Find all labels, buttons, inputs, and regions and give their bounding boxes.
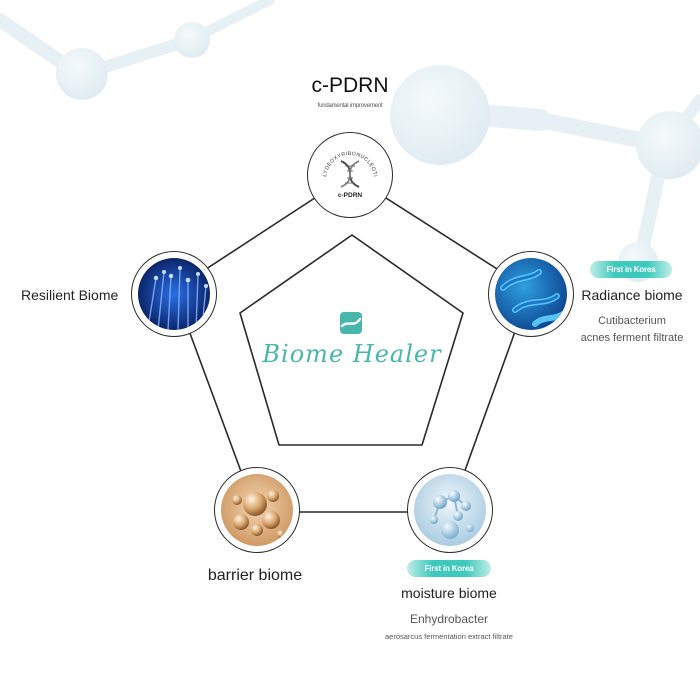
moisture-desc-line2: aerosarcus fermentation extract filtrate xyxy=(385,632,513,641)
radiance-desc-line2: acnes ferment filtrate xyxy=(580,332,684,344)
moisture-biome-label: moisture biome xyxy=(401,585,497,601)
dna-helix-icon: POLYDEOXYRIBONUCLEOTIDE c-PDRN xyxy=(314,139,384,209)
brand-leaf-icon xyxy=(340,312,362,334)
moisture-first-in-korea-badge: First in Korea xyxy=(407,560,491,577)
barrier-biome-image xyxy=(221,474,293,546)
radiance-biome-label: Radiance biome xyxy=(581,287,683,303)
node-resilient-biome[interactable] xyxy=(131,251,217,337)
barrier-biome-label: barrier biome xyxy=(207,567,303,584)
top-title: c-PDRN xyxy=(311,74,389,97)
inner-pentagon xyxy=(239,234,464,446)
radiance-desc-line1: Cutibacterium xyxy=(598,315,666,327)
node-barrier-biome[interactable] xyxy=(214,467,300,553)
top-subtitle: fundamental improvement xyxy=(317,103,383,109)
brand-wordmark: Biome Healer xyxy=(262,340,442,368)
moisture-desc-line1: Enhydrobacter xyxy=(409,612,489,626)
brand-logo xyxy=(338,310,364,336)
emblem-label: c-PDRN xyxy=(338,192,363,199)
resilient-biome-image xyxy=(138,258,210,330)
node-cpdrn[interactable]: POLYDEOXYRIBONUCLEOTIDE c-PDRN xyxy=(307,132,393,218)
moisture-biome-image xyxy=(414,474,486,546)
node-moisture-biome[interactable] xyxy=(407,467,493,553)
node-radiance-biome[interactable] xyxy=(488,251,574,337)
radiance-first-in-korea-badge: First in Korea xyxy=(590,261,672,278)
radiance-biome-image xyxy=(495,258,567,330)
resilient-biome-label: Resilient Biome xyxy=(21,287,119,303)
